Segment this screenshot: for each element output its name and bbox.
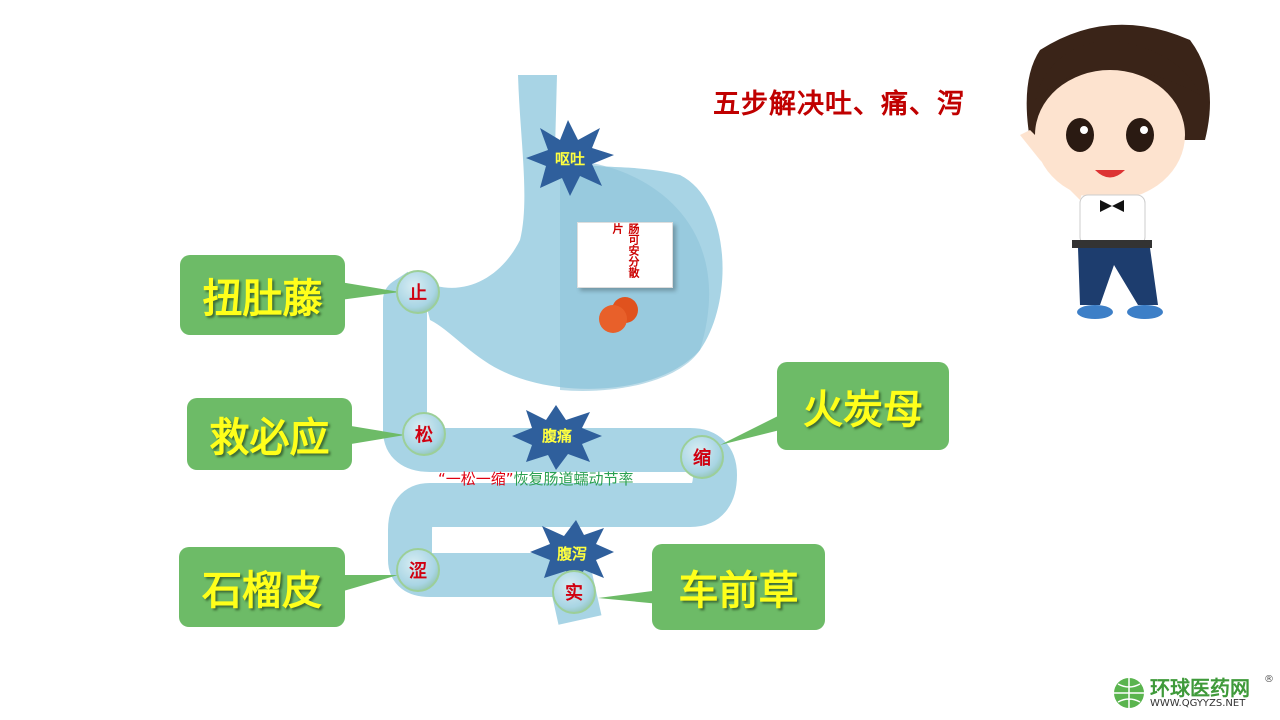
herb-box-jiubiying: 救必应 <box>187 398 352 470</box>
caption-rest: 恢复肠道蠕动节率 <box>513 470 634 488</box>
herb-box-niudut: 扭肚藤 <box>180 255 345 335</box>
slide-title: 五步解决吐、痛、泻 <box>713 89 965 120</box>
tablets-image <box>599 297 638 333</box>
logo-name: 环球医药网 <box>1150 675 1250 700</box>
starburst-vomit <box>526 120 614 196</box>
symptom-vomit: 呕吐 <box>554 149 585 168</box>
symptom-diarrhea: 腹泻 <box>556 544 587 563</box>
starburst-pain <box>512 405 602 470</box>
cartoon-boy-illustration <box>1020 24 1210 319</box>
herb-box-shiliupi: 石榴皮 <box>179 547 345 627</box>
caption-highlight: “一松一缩” <box>438 470 514 488</box>
herb-box-huotanmu: 火炭母 <box>777 362 949 450</box>
bubble-astringe: 涩 <box>396 548 440 592</box>
registered-mark: ® <box>1264 674 1274 685</box>
site-logo: 环球医药网 WWW.QGYYZS.NET ® <box>1112 674 1274 710</box>
logo-url: WWW.QGYYZS.NET <box>1150 697 1246 709</box>
bubble-solid: 实 <box>552 570 596 614</box>
bubble-contract: 缩 <box>680 435 724 479</box>
globe-icon <box>1114 678 1144 708</box>
product-box: 肠可安分散片 <box>577 222 673 288</box>
bubble-stop: 止 <box>396 270 440 314</box>
starburst-diarrhea <box>530 520 614 586</box>
bubble-relax: 松 <box>402 412 446 456</box>
symptom-pain: 腹痛 <box>541 426 572 445</box>
caption: “一松一缩”恢复肠道蠕动节率 <box>438 468 634 489</box>
herb-box-cheqiancao: 车前草 <box>652 544 825 630</box>
